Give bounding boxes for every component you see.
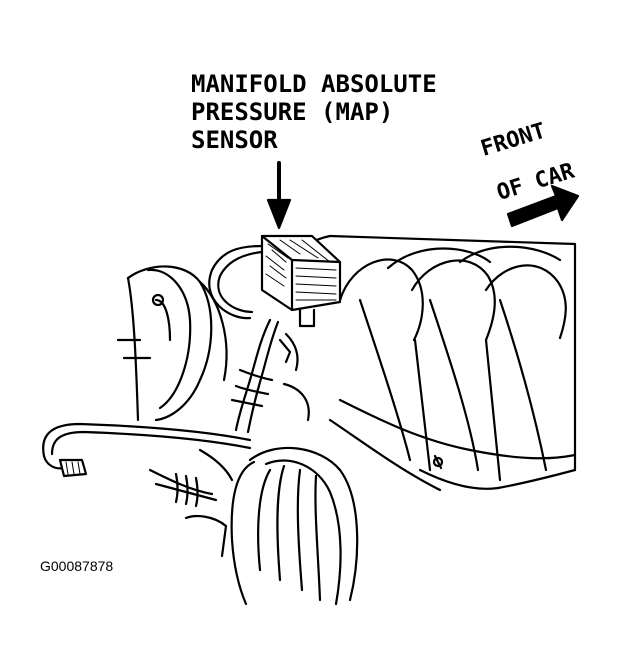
callout-line-3: SENSOR [191, 126, 278, 154]
figure-id: G00087878 [40, 558, 114, 574]
air-duct [230, 446, 359, 606]
callout-line-2: PRESSURE (MAP) [191, 98, 394, 126]
vacuum-hose [208, 244, 264, 320]
intake-manifold [294, 234, 577, 492]
callout-arrow [266, 161, 292, 230]
lower-components [148, 448, 234, 558]
sensor-cable [42, 422, 252, 478]
map-sensor [260, 234, 342, 328]
callout-line-1: MANIFOLD ABSOLUTE [191, 70, 437, 98]
wiring-harness [230, 318, 310, 434]
map-sensor-callout: MANIFOLD ABSOLUTE PRESSURE (MAP) SENSOR [191, 70, 437, 154]
throttle-body-housing [116, 265, 228, 422]
front-direction-arrow [506, 184, 580, 228]
